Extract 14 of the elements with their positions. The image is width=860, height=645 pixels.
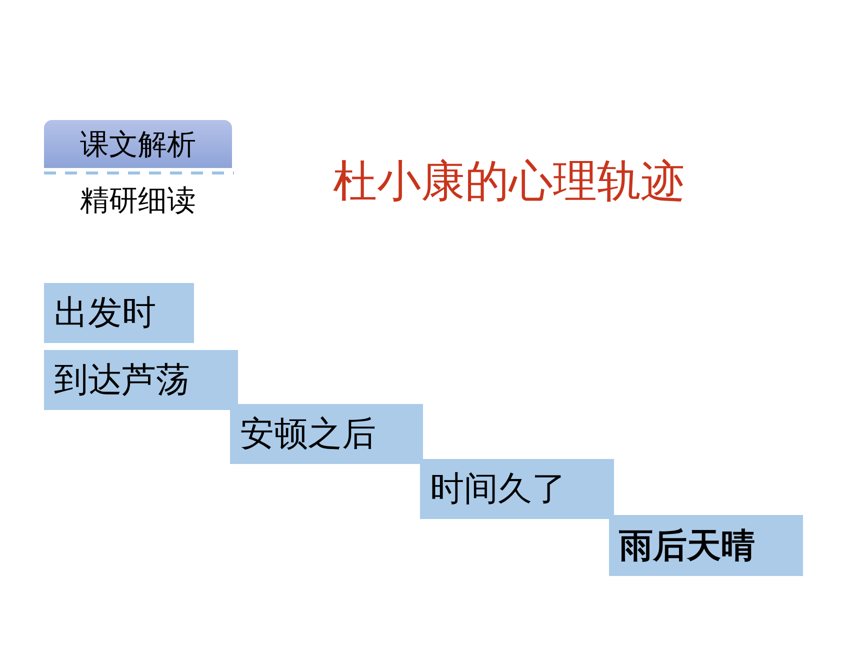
stage-text: 到达芦荡 [54, 363, 190, 397]
stage-box [609, 515, 803, 576]
stage-box [44, 350, 238, 410]
subtitle-text: 精研细读 [79, 186, 197, 215]
stage-text: 出发时 [54, 296, 156, 330]
section-tab [44, 120, 232, 168]
stage-text: 时间久了 [430, 472, 566, 506]
stage-box [44, 283, 194, 343]
stage-text: 安顿之后 [240, 417, 376, 451]
title: 杜小康的心理轨迹 [333, 160, 685, 204]
stage-box [230, 404, 423, 464]
stage-box [420, 459, 614, 519]
stage-text: 雨后天晴 [619, 528, 755, 562]
tab-text: 课文解析 [80, 130, 196, 158]
